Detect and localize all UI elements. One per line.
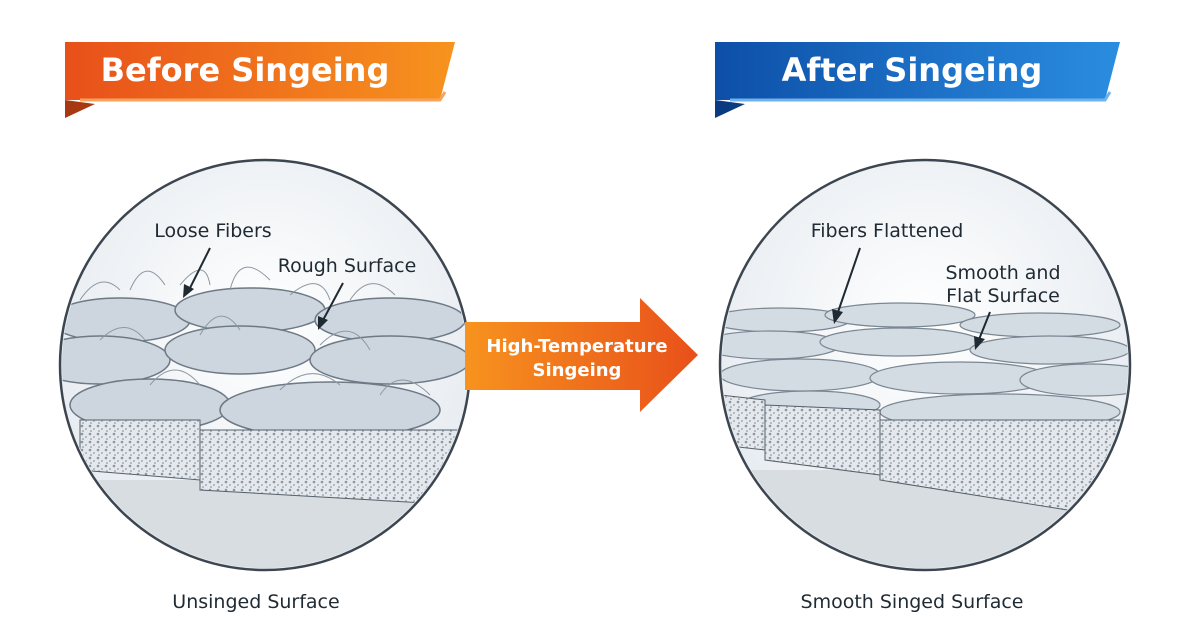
before-caption: Unsinged Surface [172, 591, 339, 613]
process-label-line1: High-Temperature [486, 336, 667, 357]
before-banner-title: Before Singeing [101, 51, 390, 89]
after-banner: After Singeing [715, 42, 1120, 118]
singed-fabric-illustration: Fibers Flattened Smooth and Flat Surface [718, 158, 1132, 572]
fibers-flattened-label: Fibers Flattened [811, 220, 964, 242]
smooth-surface-label-line1: Smooth and [945, 262, 1060, 284]
after-caption: Smooth Singed Surface [801, 591, 1024, 613]
before-banner: Before Singeing [65, 42, 455, 118]
loose-fibers-label: Loose Fibers [154, 220, 271, 242]
after-banner-title: After Singeing [782, 51, 1043, 89]
unsinged-fabric-illustration: Loose Fibers Rough Surface [58, 158, 472, 572]
process-arrow: High-Temperature Singeing [465, 298, 698, 412]
process-label-line2: Singeing [533, 360, 622, 381]
smooth-surface-label-line2: Flat Surface [946, 285, 1060, 307]
rough-surface-label: Rough Surface [278, 255, 417, 277]
